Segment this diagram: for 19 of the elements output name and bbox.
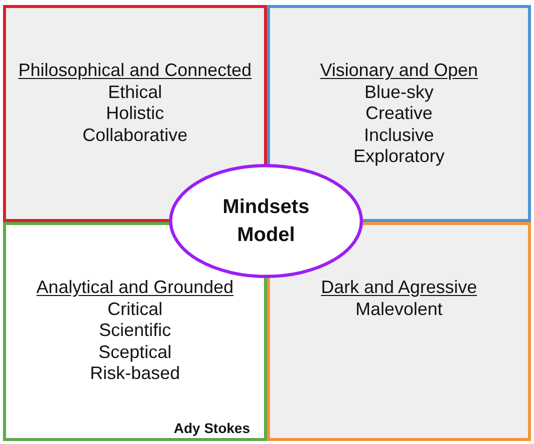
trait-label: Collaborative	[82, 124, 188, 146]
quadrant-heading: Philosophical and Connected	[18, 60, 252, 82]
trait-label: Risk-based	[90, 363, 180, 384]
trait-label: Malevolent	[355, 298, 443, 320]
trait-label: Creative	[365, 103, 433, 124]
center-ellipse	[169, 164, 363, 278]
trait-label: Scientific	[98, 320, 172, 342]
trait-label: Ethical	[108, 82, 162, 103]
trait-label: Blue-sky	[364, 82, 434, 103]
quadrant-heading: Dark and Agressive	[320, 277, 478, 298]
trait-label: Exploratory	[353, 146, 445, 168]
trait-label: Sceptical	[98, 342, 172, 363]
author-credit: Ady Stokes	[174, 420, 250, 436]
quadrant-heading: Analytical and Grounded	[36, 277, 234, 298]
trait-label: Holistic	[106, 103, 164, 124]
trait-label: Critical	[107, 298, 162, 320]
trait-label: Inclusive	[364, 124, 434, 146]
quadrant-heading: Visionary and Open	[320, 60, 478, 82]
model-title: Mindsets Model	[222, 195, 310, 248]
